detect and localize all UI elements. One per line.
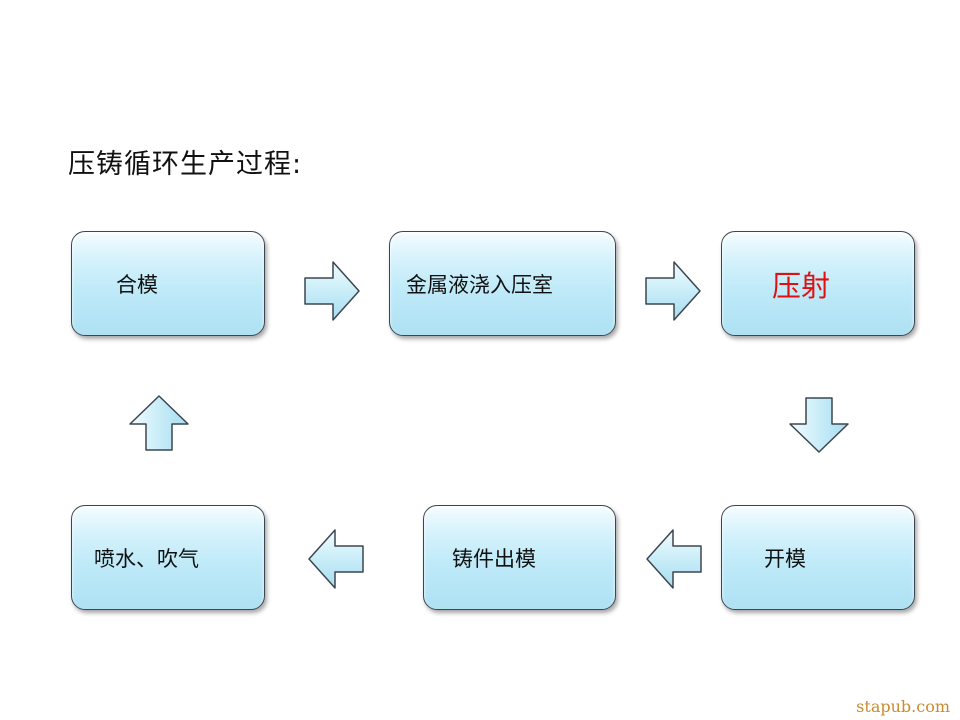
arrow-left-icon: [646, 529, 702, 589]
arrow-left-icon: [308, 529, 364, 589]
step-box-open: 开模: [721, 505, 915, 610]
watermark-text: stapub.com: [856, 697, 950, 716]
step-label-open: 开模: [764, 546, 806, 571]
step-box-eject: 铸件出模: [423, 505, 616, 610]
step-box-spray: 喷水、吹气: [71, 505, 265, 610]
step-label-shot: 压射: [772, 268, 831, 303]
arrow-right-icon: [645, 261, 701, 321]
step-box-pour: 金属液浇入压室: [389, 231, 616, 336]
step-box-clamp: 合模: [71, 231, 265, 336]
arrow-down-icon: [789, 397, 849, 453]
diagram-title: 压铸循环生产过程:: [68, 149, 303, 180]
step-label-spray: 喷水、吹气: [94, 546, 199, 571]
step-label-pour: 金属液浇入压室: [406, 272, 553, 297]
step-label-clamp: 合模: [116, 272, 158, 297]
arrow-right-icon: [304, 261, 360, 321]
arrow-up-icon: [129, 395, 189, 451]
step-box-shot: 压射: [721, 231, 915, 336]
step-label-eject: 铸件出模: [452, 546, 536, 571]
